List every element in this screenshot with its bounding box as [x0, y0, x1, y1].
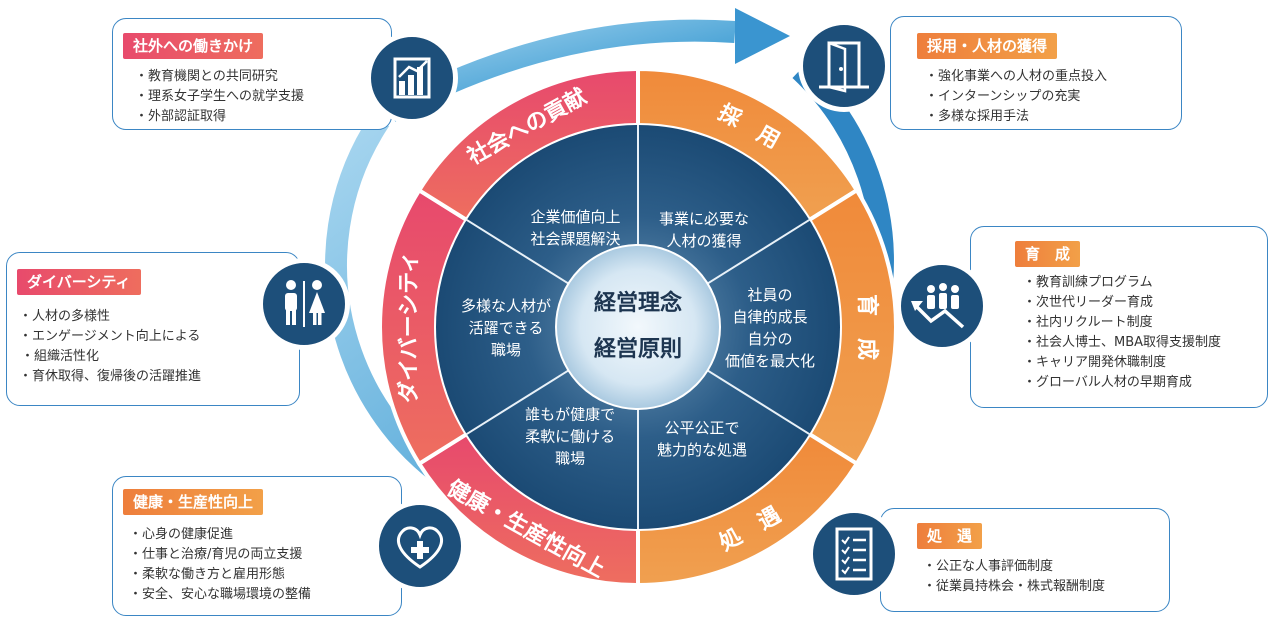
core-line-2: 経営原則 — [594, 336, 682, 362]
ring-label-right: 育 成 — [854, 294, 880, 360]
list-item: 柔軟な働き方と雇用形態 — [129, 565, 311, 585]
box-treatment-title: 処 遇 — [917, 523, 983, 549]
segment-dividers — [466, 125, 810, 529]
segment-inner-text: 多様な人材が — [461, 297, 551, 315]
box-training: 育 成 教育訓練プログラム 次世代リーダー育成 社内リクルート制度 社会人博士、… — [970, 226, 1268, 408]
segment-inner-text: 活躍できる — [469, 319, 544, 337]
box-recruit-title: 採用・人材の獲得 — [917, 33, 1058, 59]
list-item: 強化事業への人材の重点投入 — [925, 67, 1107, 87]
people-icon — [258, 258, 350, 350]
list-item: 理系女子学生への就学支援 — [135, 87, 304, 107]
list-item: 外部認証取得 — [135, 107, 304, 127]
box-health-title: 健康・生産性向上 — [123, 489, 264, 515]
box-treatment: 処 遇 公正な人事評価制度 従業員持株会・株式報酬制度 — [880, 508, 1170, 612]
box-social-list: 教育機関との共同研究 理系女子学生への就学支援 外部認証取得 — [135, 67, 304, 127]
segment-inner-text: 魅力的な処遇 — [657, 441, 747, 459]
list-item: 育休取得、復帰後の活躍推進 — [19, 367, 201, 387]
heart-plus-icon — [374, 500, 466, 592]
list-item: 組織活性化 — [19, 347, 201, 367]
box-diversity: ダイバーシティ 人材の多様性 エンゲージメント向上による 組織活性化 育休取得、… — [6, 252, 300, 406]
list-item: 多様な採用手法 — [925, 107, 1107, 127]
segment-inner-text: 誰もが健康で — [525, 406, 615, 424]
list-item: 社内リクルート制度 — [1023, 313, 1221, 333]
divider-line — [466, 219, 569, 285]
box-social-title: 社外への働きかけ — [123, 33, 264, 59]
list-item: エンゲージメント向上による — [19, 327, 201, 347]
list-item: キャリア開発休職制度 — [1023, 353, 1221, 373]
list-item: 心身の健康促進 — [129, 525, 311, 545]
core-line-1: 経営理念 — [594, 290, 682, 316]
list-item: 社会人博士、MBA取得支援制度 — [1023, 333, 1221, 353]
divider-line — [707, 219, 810, 285]
box-training-list: 教育訓練プログラム 次世代リーダー育成 社内リクルート制度 社会人博士、MBA取… — [1023, 273, 1221, 393]
list-item: グローバル人材の早期育成 — [1023, 373, 1221, 393]
segment-inner-text: 価値を最大化 — [725, 352, 815, 370]
segment-inner-text: 公平公正で — [664, 419, 739, 437]
list-item: 次世代リーダー育成 — [1023, 293, 1221, 313]
bar-chart-icon — [366, 32, 458, 124]
segment-inner-text: 自律的成長 — [732, 308, 807, 326]
segment-inner-text: 自分の — [747, 330, 792, 348]
cycle-arrow-head — [735, 8, 790, 64]
segment-inner-text: 職場 — [491, 341, 521, 359]
segment-inner-text: 事業に必要な — [659, 210, 749, 228]
box-recruit-list: 強化事業への人材の重点投入 インターンシップの充実 多様な採用手法 — [925, 67, 1107, 127]
segment-inner-text: 社会課題解決 — [530, 230, 620, 248]
list-item: 従業員持株会・株式報酬制度 — [923, 577, 1105, 597]
checklist-icon — [808, 508, 900, 600]
segment-inner-text: 人材の獲得 — [666, 232, 741, 250]
divider-line — [466, 369, 569, 435]
list-item: 教育機関との共同研究 — [135, 67, 304, 87]
box-diversity-title: ダイバーシティ — [17, 269, 141, 295]
segment-inner-text: 企業価値向上 — [530, 208, 620, 226]
list-item: 安全、安心な職場環境の整備 — [129, 585, 311, 605]
segment-inner-text: 職場 — [555, 450, 585, 468]
core-circle — [555, 244, 721, 410]
door-icon — [798, 20, 890, 112]
box-recruit: 採用・人材の獲得 強化事業への人材の重点投入 インターンシップの充実 多様な採用… — [890, 16, 1182, 130]
segment-inner-text: 柔軟に働ける — [525, 428, 615, 446]
box-health-list: 心身の健康促進 仕事と治療/育児の両立支援 柔軟な働き方と雇用形態 安全、安心な… — [129, 525, 311, 605]
list-item: 仕事と治療/育児の両立支援 — [129, 545, 311, 565]
segment-inner-text: 社員の — [747, 286, 792, 304]
growth-team-icon — [896, 260, 988, 352]
list-item: 教育訓練プログラム — [1023, 273, 1221, 293]
box-treatment-list: 公正な人事評価制度 従業員持株会・株式報酬制度 — [923, 557, 1105, 597]
divider-line — [707, 369, 810, 435]
ring-label-left: ダイバーシティ — [396, 251, 422, 403]
box-health: 健康・生産性向上 心身の健康促進 仕事と治療/育児の両立支援 柔軟な働き方と雇用… — [112, 476, 402, 616]
box-social: 社外への働きかけ 教育機関との共同研究 理系女子学生への就学支援 外部認証取得 — [112, 18, 392, 130]
list-item: 公正な人事評価制度 — [923, 557, 1105, 577]
box-training-title: 育 成 — [1015, 241, 1081, 267]
box-diversity-list: 人材の多様性 エンゲージメント向上による 組織活性化 育休取得、復帰後の活躍推進 — [19, 307, 201, 387]
list-item: 人材の多様性 — [19, 307, 201, 327]
list-item: インターンシップの充実 — [925, 87, 1107, 107]
